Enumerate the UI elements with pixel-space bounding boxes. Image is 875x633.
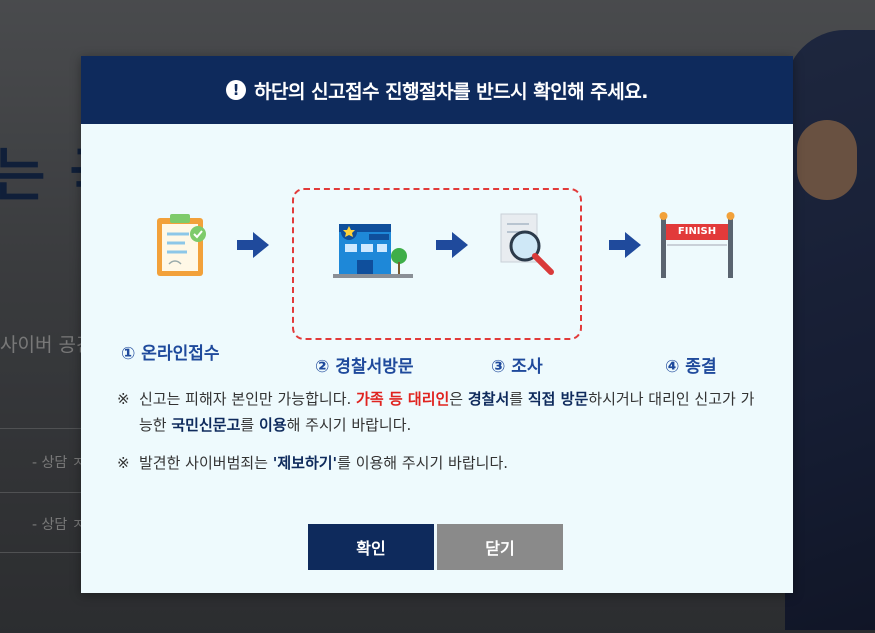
notice-text-2: 발견한 사이버범죄는 '제보하기'를 이용해 주시기 바랍니다.: [139, 454, 509, 472]
confirm-button[interactable]: 확인: [308, 524, 434, 570]
notice-section: ※ 신고는 피해자 본인만 가능합니다. 가족 등 대리인은 경찰서를 직접 방…: [117, 386, 767, 488]
arrow-right-icon: [436, 232, 468, 258]
step-label-online: ① 온라인접수: [121, 344, 220, 364]
background-hand-image: [797, 120, 857, 200]
notice-text-1: 신고는 피해자 본인만 가능합니다. 가족 등 대리인은 경찰서를 직접 방문하…: [139, 390, 755, 434]
background-row: - 상담 ㅈ: [32, 517, 85, 533]
notice-item: ※ 신고는 피해자 본인만 가능합니다. 가족 등 대리인은 경찰서를 직접 방…: [117, 386, 767, 438]
close-button[interactable]: 닫기: [437, 524, 563, 570]
background-divider: [0, 552, 90, 553]
modal-buttons: 확인 닫기: [308, 524, 563, 570]
background-divider: [0, 428, 90, 429]
exclamation-circle-icon: !: [226, 80, 247, 100]
procedure-steps: ① 온라인접수 ② 경찰서방문 ③: [81, 124, 793, 377]
background-divider: [0, 492, 90, 493]
step-label-police-visit: ② 경찰서방문: [315, 357, 414, 377]
arrow-right-icon: [237, 232, 269, 258]
finish-line-icon: FINISH: [657, 210, 737, 282]
modal-header: ! 하단의 신고접수 진행절차를 반드시 확인해 주세요.: [81, 56, 793, 124]
finish-banner-text: FINISH: [677, 226, 717, 237]
report-procedure-modal: ! 하단의 신고접수 진행절차를 반드시 확인해 주세요. ① 온라인접수: [81, 56, 793, 593]
step-label-closed: ④ 종결: [665, 357, 717, 377]
highlight-dashed-box: [292, 188, 582, 340]
magnifier-document-icon: [500, 213, 554, 275]
notice-item: ※ 발견한 사이버범죄는 '제보하기'를 이용해 주시기 바랍니다.: [117, 450, 767, 476]
police-station-icon: [333, 224, 413, 278]
modal-title: 하단의 신고접수 진행절차를 반드시 확인해 주세요.: [254, 80, 648, 103]
proxy-highlight: 가족 등 대리인: [356, 390, 450, 408]
background-subtitle: 사이버 공긴: [0, 334, 94, 356]
reference-mark: ※: [117, 454, 130, 472]
step-label-investigation: ③ 조사: [491, 357, 543, 377]
arrow-right-icon: [609, 232, 641, 258]
background-row: - 상담 ㅈ: [32, 455, 85, 471]
reference-mark: ※: [117, 390, 130, 408]
clipboard-check-icon: [157, 214, 206, 276]
